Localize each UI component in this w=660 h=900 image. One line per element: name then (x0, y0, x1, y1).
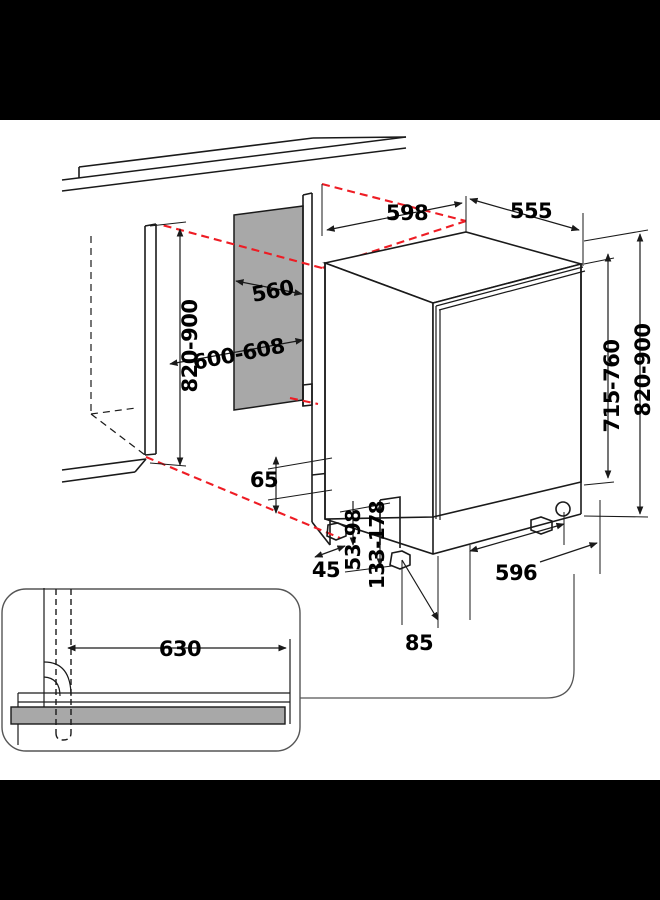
dim-label-598: 598 (386, 201, 428, 225)
letterbox-top (0, 0, 660, 120)
dim-85 (401, 556, 439, 628)
cabinet-left-panel (144, 223, 157, 456)
dim-65 (267, 456, 333, 514)
dim-715-760 (583, 253, 615, 486)
dim-label-133-178: 133-178 (365, 501, 389, 589)
dim-label-45: 45 (312, 558, 340, 582)
niche-floor-lines (61, 458, 147, 483)
dim-600-608 (169, 338, 304, 366)
letterbox-bottom (0, 780, 660, 900)
niche-front-edge (302, 192, 313, 522)
dim-label-820-900-right: 820-900 (631, 324, 655, 417)
dim-820-900-left (149, 221, 187, 467)
door-opening-detail-inset (1, 574, 575, 752)
worktop-lines (61, 136, 407, 192)
dim-133-178 (339, 502, 393, 573)
dim-label-85: 85 (405, 631, 433, 655)
dim-820-900-right (583, 229, 649, 518)
dim-45 (314, 545, 346, 558)
dim-label-820-900-left: 820-900 (178, 300, 202, 393)
dim-label-630: 630 (159, 637, 201, 661)
furniture-door-panel (233, 205, 304, 411)
dim-label-65: 65 (250, 468, 278, 492)
dim-596 (469, 500, 601, 620)
dim-560 (235, 279, 303, 296)
dim-label-53-98: 53-98 (341, 509, 365, 570)
dim-label-596: 596 (495, 561, 537, 585)
dishwasher-body (322, 231, 586, 520)
dim-label-555: 555 (510, 199, 552, 223)
niche-hidden-outline (90, 236, 146, 456)
dim-555 (465, 196, 584, 266)
dim-label-715-760: 715-760 (600, 340, 624, 433)
